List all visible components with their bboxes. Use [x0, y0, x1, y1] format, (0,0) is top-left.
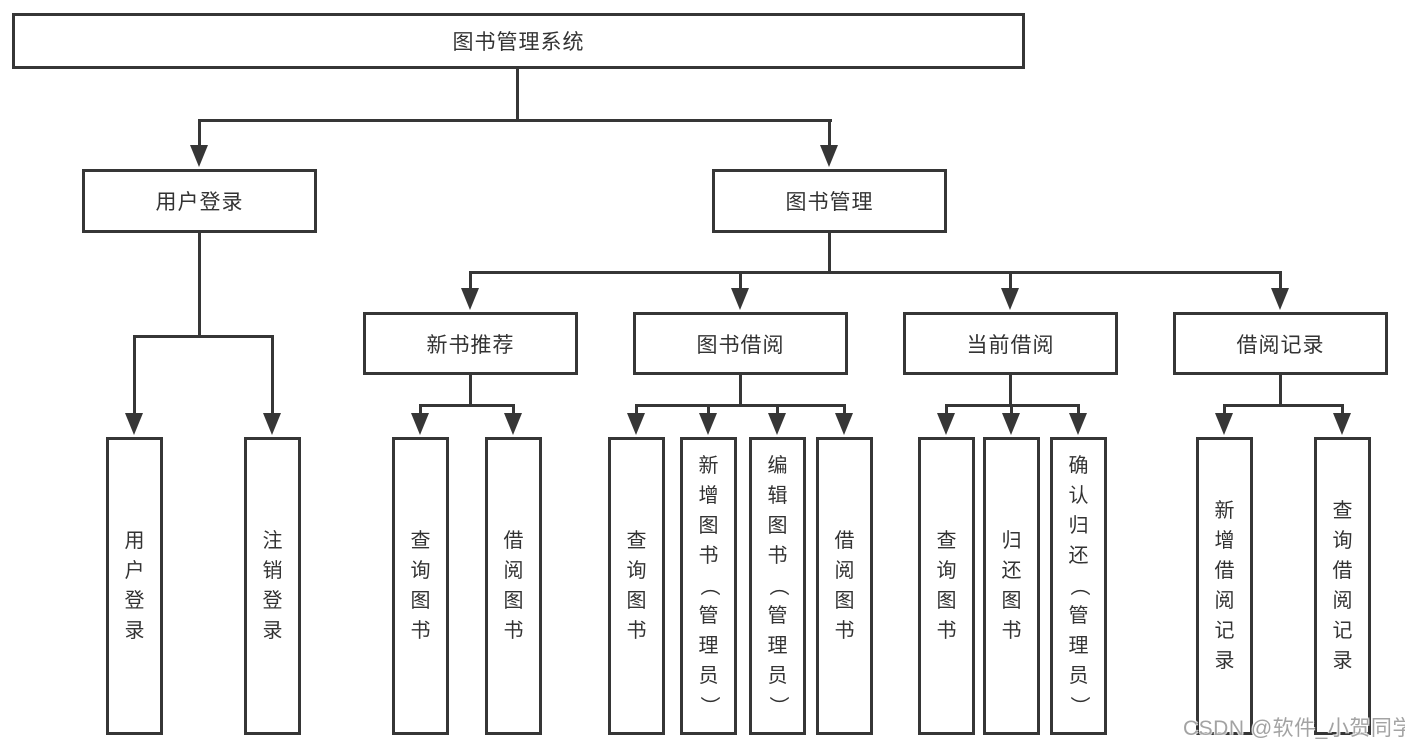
node-book-borrowing-label: 图书借阅	[696, 333, 785, 357]
leaf-query-books-current: 查询图书	[918, 437, 975, 735]
leaf-borrow-books-recommend: 借阅图书	[485, 437, 542, 735]
leaf-query-books-current-label: 查询图书	[936, 530, 957, 642]
arrowhead-down-icon	[1001, 288, 1019, 310]
leaf-confirm-return-admin: 确认归还（管理员）	[1050, 437, 1107, 735]
connector-line	[707, 404, 710, 416]
connector-line	[739, 271, 742, 293]
connector-line	[516, 69, 519, 121]
connector-line	[1341, 404, 1344, 416]
connector-line	[419, 404, 515, 407]
node-root: 图书管理系统	[12, 13, 1025, 69]
node-current-borrowing-label: 当前借阅	[966, 333, 1055, 357]
node-root-label: 图书管理系统	[452, 31, 585, 54]
node-book-borrowing: 图书借阅	[633, 312, 848, 375]
connector-line	[1009, 271, 1012, 293]
node-new-book-recommend: 新书推荐	[363, 312, 578, 375]
leaf-add-borrow-record-label: 新增借阅记录	[1214, 500, 1235, 672]
leaf-user-login: 用户登录	[106, 437, 163, 735]
connector-line	[133, 335, 136, 416]
connector-line	[271, 335, 274, 416]
connector-line	[1010, 404, 1013, 416]
leaf-query-books-borrowing: 查询图书	[608, 437, 665, 735]
arrowhead-down-icon	[1333, 413, 1351, 435]
arrowhead-down-icon	[461, 288, 479, 310]
leaf-edit-books-admin-label: 编辑图书（管理员）	[766, 455, 789, 716]
leaf-borrow-books-recommend-label: 借阅图书	[503, 530, 524, 642]
arrowhead-down-icon	[627, 413, 645, 435]
connector-line	[945, 404, 948, 416]
leaf-return-books-label: 归还图书	[1001, 530, 1022, 642]
leaf-query-borrow-record: 查询借阅记录	[1314, 437, 1371, 735]
node-user-login-label: 用户登录	[155, 191, 244, 214]
leaf-borrow-books-label: 借阅图书	[834, 530, 855, 642]
connector-line	[843, 404, 846, 416]
leaf-edit-books-admin: 编辑图书（管理员）	[749, 437, 806, 735]
arrowhead-down-icon	[1271, 288, 1289, 310]
connector-line	[1279, 271, 1282, 293]
connector-line	[1223, 404, 1226, 416]
connector-line	[828, 233, 831, 274]
node-user-login: 用户登录	[82, 169, 317, 233]
connector-line	[198, 233, 201, 338]
arrowhead-down-icon	[504, 413, 522, 435]
node-current-borrowing: 当前借阅	[903, 312, 1118, 375]
arrowhead-down-icon	[835, 413, 853, 435]
leaf-add-books-admin-label: 新增图书（管理员）	[697, 455, 720, 716]
connector-line	[469, 271, 1281, 274]
arrowhead-down-icon	[1002, 413, 1020, 435]
node-book-management: 图书管理	[712, 169, 947, 233]
leaf-query-books-borrowing-label: 查询图书	[626, 530, 647, 642]
connector-line	[469, 271, 472, 293]
connector-line	[133, 335, 274, 338]
arrowhead-down-icon	[699, 413, 717, 435]
leaf-add-borrow-record: 新增借阅记录	[1196, 437, 1253, 735]
node-new-book-recommend-label: 新书推荐	[426, 333, 515, 357]
connector-line	[776, 404, 779, 416]
leaf-query-borrow-record-label: 查询借阅记录	[1332, 500, 1353, 672]
arrowhead-down-icon	[125, 413, 143, 435]
connector-line	[1279, 375, 1282, 406]
leaf-confirm-return-admin-label: 确认归还（管理员）	[1067, 455, 1090, 716]
connector-line	[469, 375, 472, 406]
arrowhead-down-icon	[1215, 413, 1233, 435]
arrowhead-down-icon	[263, 413, 281, 435]
node-borrowing-records: 借阅记录	[1173, 312, 1388, 375]
node-borrowing-records-label: 借阅记录	[1236, 333, 1325, 357]
arrowhead-down-icon	[820, 145, 838, 167]
csdn-watermark: CSDN @软件_小贺同学	[1183, 717, 1405, 740]
connector-line	[828, 119, 831, 146]
leaf-add-books-admin: 新增图书（管理员）	[680, 437, 737, 735]
leaf-logout: 注销登录	[244, 437, 301, 735]
leaf-logout-label: 注销登录	[262, 530, 283, 642]
connector-line	[739, 375, 742, 406]
arrowhead-down-icon	[1069, 413, 1087, 435]
connector-line	[1223, 404, 1344, 407]
leaf-query-books-recommend: 查询图书	[392, 437, 449, 735]
connector-line	[635, 404, 638, 416]
connector-line	[1009, 375, 1012, 406]
arrowhead-down-icon	[190, 145, 208, 167]
arrowhead-down-icon	[411, 413, 429, 435]
connector-line	[512, 404, 515, 416]
leaf-return-books: 归还图书	[983, 437, 1040, 735]
arrowhead-down-icon	[731, 288, 749, 310]
leaf-user-login-label: 用户登录	[124, 530, 145, 642]
connector-line	[198, 119, 832, 122]
leaf-borrow-books: 借阅图书	[816, 437, 873, 735]
connector-line	[419, 404, 422, 416]
connector-line	[1077, 404, 1080, 416]
node-book-management-label: 图书管理	[785, 191, 874, 214]
connector-line	[198, 119, 201, 146]
arrowhead-down-icon	[937, 413, 955, 435]
arrowhead-down-icon	[768, 413, 786, 435]
leaf-query-books-recommend-label: 查询图书	[410, 530, 431, 642]
connector-line	[635, 404, 846, 407]
